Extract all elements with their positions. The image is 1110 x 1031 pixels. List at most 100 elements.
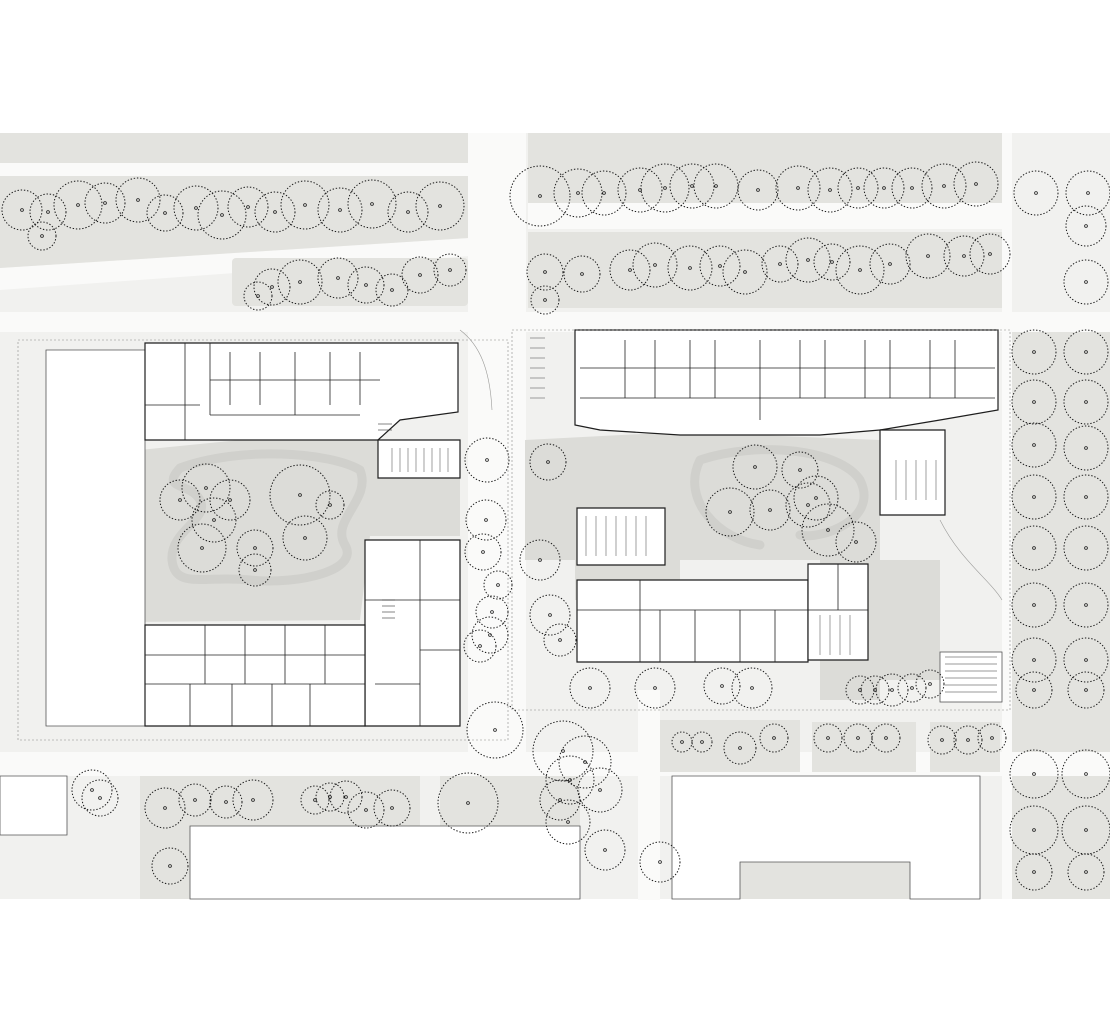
- landscape-areas: [0, 133, 1110, 899]
- tree-canopy-icon: [1063, 425, 1109, 471]
- tree-canopy-icon: [232, 779, 274, 821]
- tree-canopy-icon: [387, 191, 429, 233]
- building-block-east: [574, 329, 999, 663]
- tree-trunk-icon: [653, 686, 657, 690]
- tree-trunk-icon: [1032, 603, 1036, 607]
- tree-canopy-icon: [869, 243, 911, 285]
- tree-trunk-icon: [966, 738, 970, 742]
- tree-canopy-icon: [1061, 749, 1110, 799]
- tree-trunk-icon: [580, 272, 584, 276]
- green-strip: [1012, 332, 1110, 752]
- tree-trunk-icon: [962, 254, 966, 258]
- tree-canopy-icon: [539, 779, 581, 821]
- tree-trunk-icon: [884, 736, 888, 740]
- tree-trunk-icon: [1034, 191, 1038, 195]
- tree-canopy-icon: [1063, 329, 1109, 375]
- block-east-north-wing: [574, 329, 999, 436]
- tree-canopy-icon: [71, 769, 113, 811]
- tree-trunk-icon: [246, 205, 250, 209]
- tree-trunk-icon: [1084, 224, 1088, 228]
- tree-canopy-icon: [699, 245, 741, 287]
- tree-canopy-icon: [1067, 853, 1105, 891]
- green-strip: [528, 133, 1002, 203]
- tree-canopy-icon: [1011, 582, 1057, 628]
- tree-trunk-icon: [714, 184, 718, 188]
- tree-trunk-icon: [753, 465, 757, 469]
- tree-canopy-icon: [891, 167, 933, 209]
- tree-trunk-icon: [602, 191, 606, 195]
- tree-canopy-icon: [526, 253, 564, 291]
- green-strip: [528, 232, 1002, 308]
- tree-trunk-icon: [1032, 828, 1036, 832]
- tree-canopy-icon: [759, 723, 789, 753]
- tree-canopy-icon: [1063, 474, 1109, 520]
- tree-canopy-icon: [835, 521, 877, 563]
- tree-canopy-icon: [254, 191, 296, 233]
- tree-canopy-icon: [807, 167, 853, 213]
- tree-canopy-icon: [1063, 637, 1109, 683]
- tree-trunk-icon: [910, 186, 914, 190]
- tree-canopy-icon: [749, 489, 791, 531]
- tree-trunk-icon: [270, 285, 274, 289]
- tree-trunk-icon: [98, 796, 102, 800]
- tree-canopy-icon: [475, 595, 509, 629]
- tree-canopy-icon: [463, 629, 497, 663]
- tree-canopy-icon: [144, 787, 186, 829]
- tree-trunk-icon: [448, 268, 452, 272]
- interior-walls: [577, 340, 995, 662]
- tree-canopy-icon: [519, 539, 561, 581]
- tree-canopy-icon: [300, 785, 330, 815]
- tree-trunk-icon: [558, 798, 562, 802]
- courtyard-path: [690, 445, 869, 550]
- tree-trunk-icon: [538, 558, 542, 562]
- tree-canopy-icon: [1011, 379, 1057, 425]
- tree-trunk-icon: [974, 182, 978, 186]
- tree-trunk-icon: [1032, 688, 1036, 692]
- tree-trunk-icon: [598, 788, 602, 792]
- tree-trunk-icon: [1032, 658, 1036, 662]
- tree-trunk-icon: [558, 638, 562, 642]
- tree-trunk-icon: [200, 546, 204, 550]
- tree-trunk-icon: [828, 188, 832, 192]
- tree-canopy-icon: [280, 180, 330, 230]
- tree-canopy-icon: [317, 187, 363, 233]
- tree-canopy-icon: [693, 163, 739, 209]
- building-block-west: [144, 342, 461, 727]
- tree-trunk-icon: [688, 266, 692, 270]
- tree-trunk-icon: [858, 688, 862, 692]
- tree-trunk-icon: [690, 184, 694, 188]
- property-lines: [17, 329, 1011, 741]
- tree-canopy-icon: [177, 523, 227, 573]
- tree-canopy-icon: [1063, 259, 1109, 305]
- tree-trunk-icon: [303, 203, 307, 207]
- tree-trunk-icon: [328, 503, 332, 507]
- tree-canopy-icon: [761, 245, 799, 283]
- tree-trunk-icon: [168, 864, 172, 868]
- tree-trunk-icon: [336, 276, 340, 280]
- tree-canopy-icon: [178, 783, 212, 817]
- street-east-west-upper: [0, 312, 1110, 332]
- tree-canopy-icon: [703, 667, 741, 705]
- tree-trunk-icon: [193, 798, 197, 802]
- tree-canopy-icon: [1011, 525, 1057, 571]
- tree-trunk-icon: [990, 736, 994, 740]
- tree-trunk-icon: [700, 740, 704, 744]
- tree-trunk-icon: [756, 188, 760, 192]
- tree-trunk-icon: [926, 254, 930, 258]
- tree-trunk-icon: [20, 208, 24, 212]
- tree-trunk-icon: [1084, 603, 1088, 607]
- tree-canopy-icon: [722, 249, 768, 295]
- green-strip: [812, 722, 916, 772]
- plaza: [660, 720, 800, 772]
- tree-trunk-icon: [298, 280, 302, 284]
- tree-trunk-icon: [546, 460, 550, 464]
- tree-canopy-icon: [737, 169, 779, 211]
- tree-canopy-icon: [529, 443, 567, 481]
- tree-trunk-icon: [1084, 495, 1088, 499]
- tree-canopy-icon: [563, 255, 601, 293]
- tree-canopy-icon: [347, 791, 385, 829]
- tree-canopy-icon: [1065, 205, 1107, 247]
- tree-trunk-icon: [136, 198, 140, 202]
- tree-canopy-icon: [632, 242, 678, 288]
- tree-trunk-icon: [772, 736, 776, 740]
